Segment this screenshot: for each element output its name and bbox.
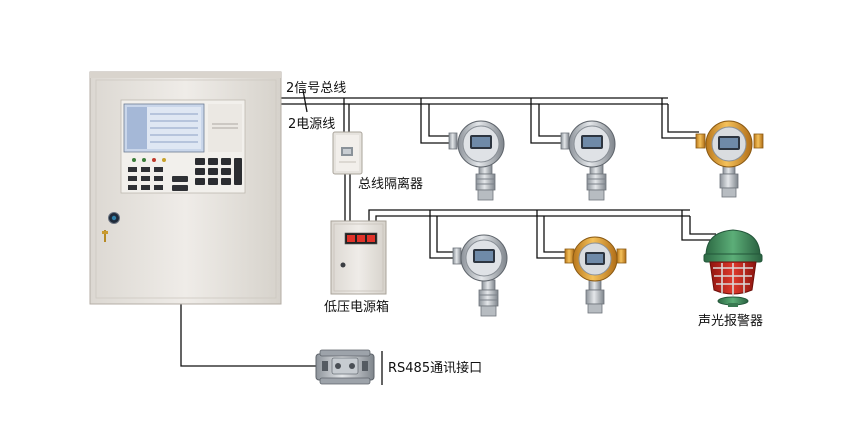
- bus-isolator-label: 总线隔离器: [358, 177, 424, 192]
- detector-2-branch: [530, 98, 565, 144]
- alarm-label: 声光报警器: [698, 314, 764, 329]
- detector-4-branch: [429, 210, 456, 259]
- bus-tick: [302, 89, 308, 113]
- low-voltage-power-box: [330, 220, 387, 295]
- wiring: [180, 89, 716, 385]
- keypad: [195, 158, 242, 185]
- indicator-leds: [132, 158, 166, 162]
- isolator-to-powerbox: [344, 174, 351, 222]
- rs485-line: [180, 302, 316, 367]
- gas-detector-2: [560, 120, 616, 201]
- gas-detector-4: [452, 234, 508, 317]
- rs485-module: [315, 349, 375, 385]
- gas-detector-3: [695, 120, 764, 198]
- power-box-label: 低压电源箱: [324, 300, 390, 315]
- function-buttons: [128, 167, 188, 191]
- alarm-branch: [681, 210, 716, 241]
- sound-light-alarm: [703, 229, 763, 307]
- isolator-drop: [343, 98, 350, 132]
- detector-5-branch: [536, 210, 568, 259]
- lower-bus-line: [368, 209, 690, 221]
- gas-detector-5: [564, 236, 627, 314]
- detector-1-branch: [420, 98, 452, 144]
- signal-bus-label: 2信号总线: [286, 81, 347, 96]
- rs485-label: RS485通讯接口: [388, 361, 483, 376]
- detector-3-branch: [661, 98, 699, 139]
- bus-isolator: [332, 131, 363, 175]
- gas-detector-1: [448, 120, 505, 201]
- controller-cabinet: [89, 71, 282, 305]
- power-line-label: 2电源线: [288, 117, 336, 132]
- cabinet-lock: [102, 212, 120, 242]
